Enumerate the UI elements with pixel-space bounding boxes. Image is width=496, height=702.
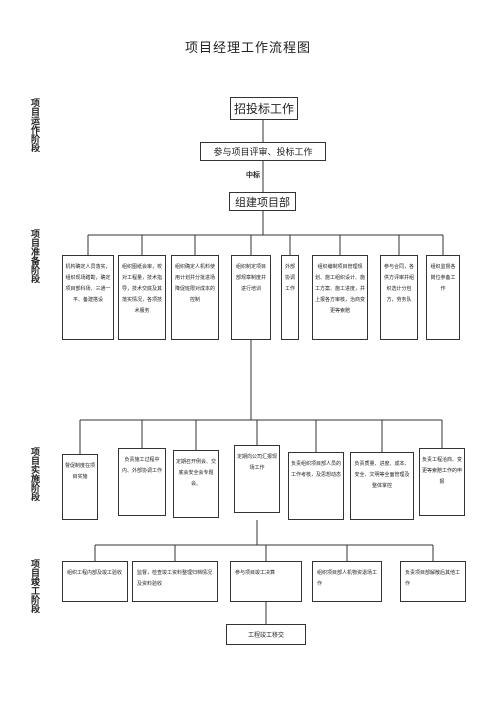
stage-label-operation: 项目运作阶段 [29,98,39,152]
bid-box: 招投标工作 [230,97,298,120]
stage-label-completion: 项目竣工阶段 [29,559,39,613]
stage-label-implementation: 项目实施阶段 [29,447,39,501]
close-task-box: 监督，检查竣工资料整理归档情况及资料验收 [132,561,218,602]
impl-task-box: 定期向公司汇报现场工作 [234,445,280,513]
close-task-box: 组织项目部人机物资退场工作 [312,561,382,602]
prep-task-box: 参与合同，各供方评审并组织选计分包方，劳务队 [380,255,418,340]
close-task-box: 参与项目竣工决算 [230,561,302,602]
impl-task-box: 负责工程洽商、变更等索赔工作的申报 [419,448,465,516]
final-handover-box: 工程竣工移交 [226,624,306,645]
prep-task-box: 外部协调工作 [281,255,299,340]
impl-task-box: 负责质量、进度、成本、安全、文明等全面管理及整体掌控 [350,452,414,520]
prep-task-box: 组织图纸会审，校对工程量，技术指导，技术交底及其落实情况，各项技术服务 [118,255,166,340]
impl-task-box: 定期召开例会、交底会安全会专题会。 [173,450,219,518]
prep-task-box: 机构确定人员落实，组织现场踏勘，确定项目部科场、三通一平、备建搭设 [62,255,114,340]
prep-task-box: 组织监督各岗位参备工作 [426,255,460,340]
stage-label-preparation: 项目准备阶段 [29,229,39,283]
wire-label-bid-won: 中标 [246,170,260,179]
prep-task-box: 组织编制项目管理规划、施工组织设计、施工方案、施工进度，并上报各方审核，治商变更… [312,255,368,340]
review-box: 参与项目评审、投标工作 [200,142,326,161]
prep-task-box: 组织制定项目部规章制度并进行培训 [231,255,271,340]
prep-task-box: 组织确定人机料使用计划并分批进场降促班限对成本的控制 [171,255,219,340]
close-task-box: 负责项目部解散后其他工作 [400,561,466,602]
impl-task-box: 负责施工过程中内、外部协调工作 [118,448,166,516]
setup-box: 组建项目部 [229,192,296,211]
page-title: 项目经理工作流程图 [184,41,311,56]
impl-task-box: 负责组织项目部人员的工作考核，及思想动态 [288,452,344,520]
close-task-box: 组织工程内部及竣工验收 [62,561,128,602]
impl-task-box: 督促制度在项目实施 [62,454,98,520]
